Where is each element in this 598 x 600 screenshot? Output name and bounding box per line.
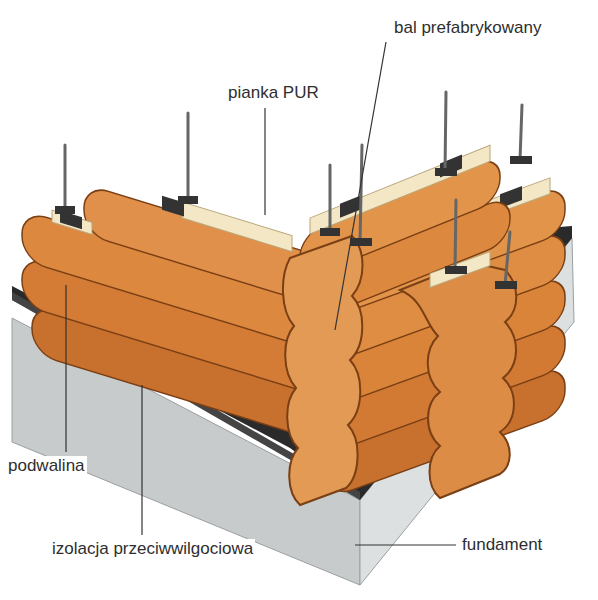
front-wall: [22, 153, 324, 442]
part-label: bal prefabrykowany: [392, 18, 543, 38]
log-profile-right: [400, 262, 516, 498]
part-label: fundament: [460, 535, 544, 555]
log-profile: [283, 236, 363, 505]
part-label: izolacja przeciwwilgociowa: [50, 539, 255, 559]
part-label: podwalina: [6, 456, 87, 476]
rod-plates: [55, 156, 532, 289]
leader-lines: [66, 42, 456, 545]
steel-rods: [65, 92, 522, 285]
part-label: pianka PUR: [226, 83, 321, 103]
